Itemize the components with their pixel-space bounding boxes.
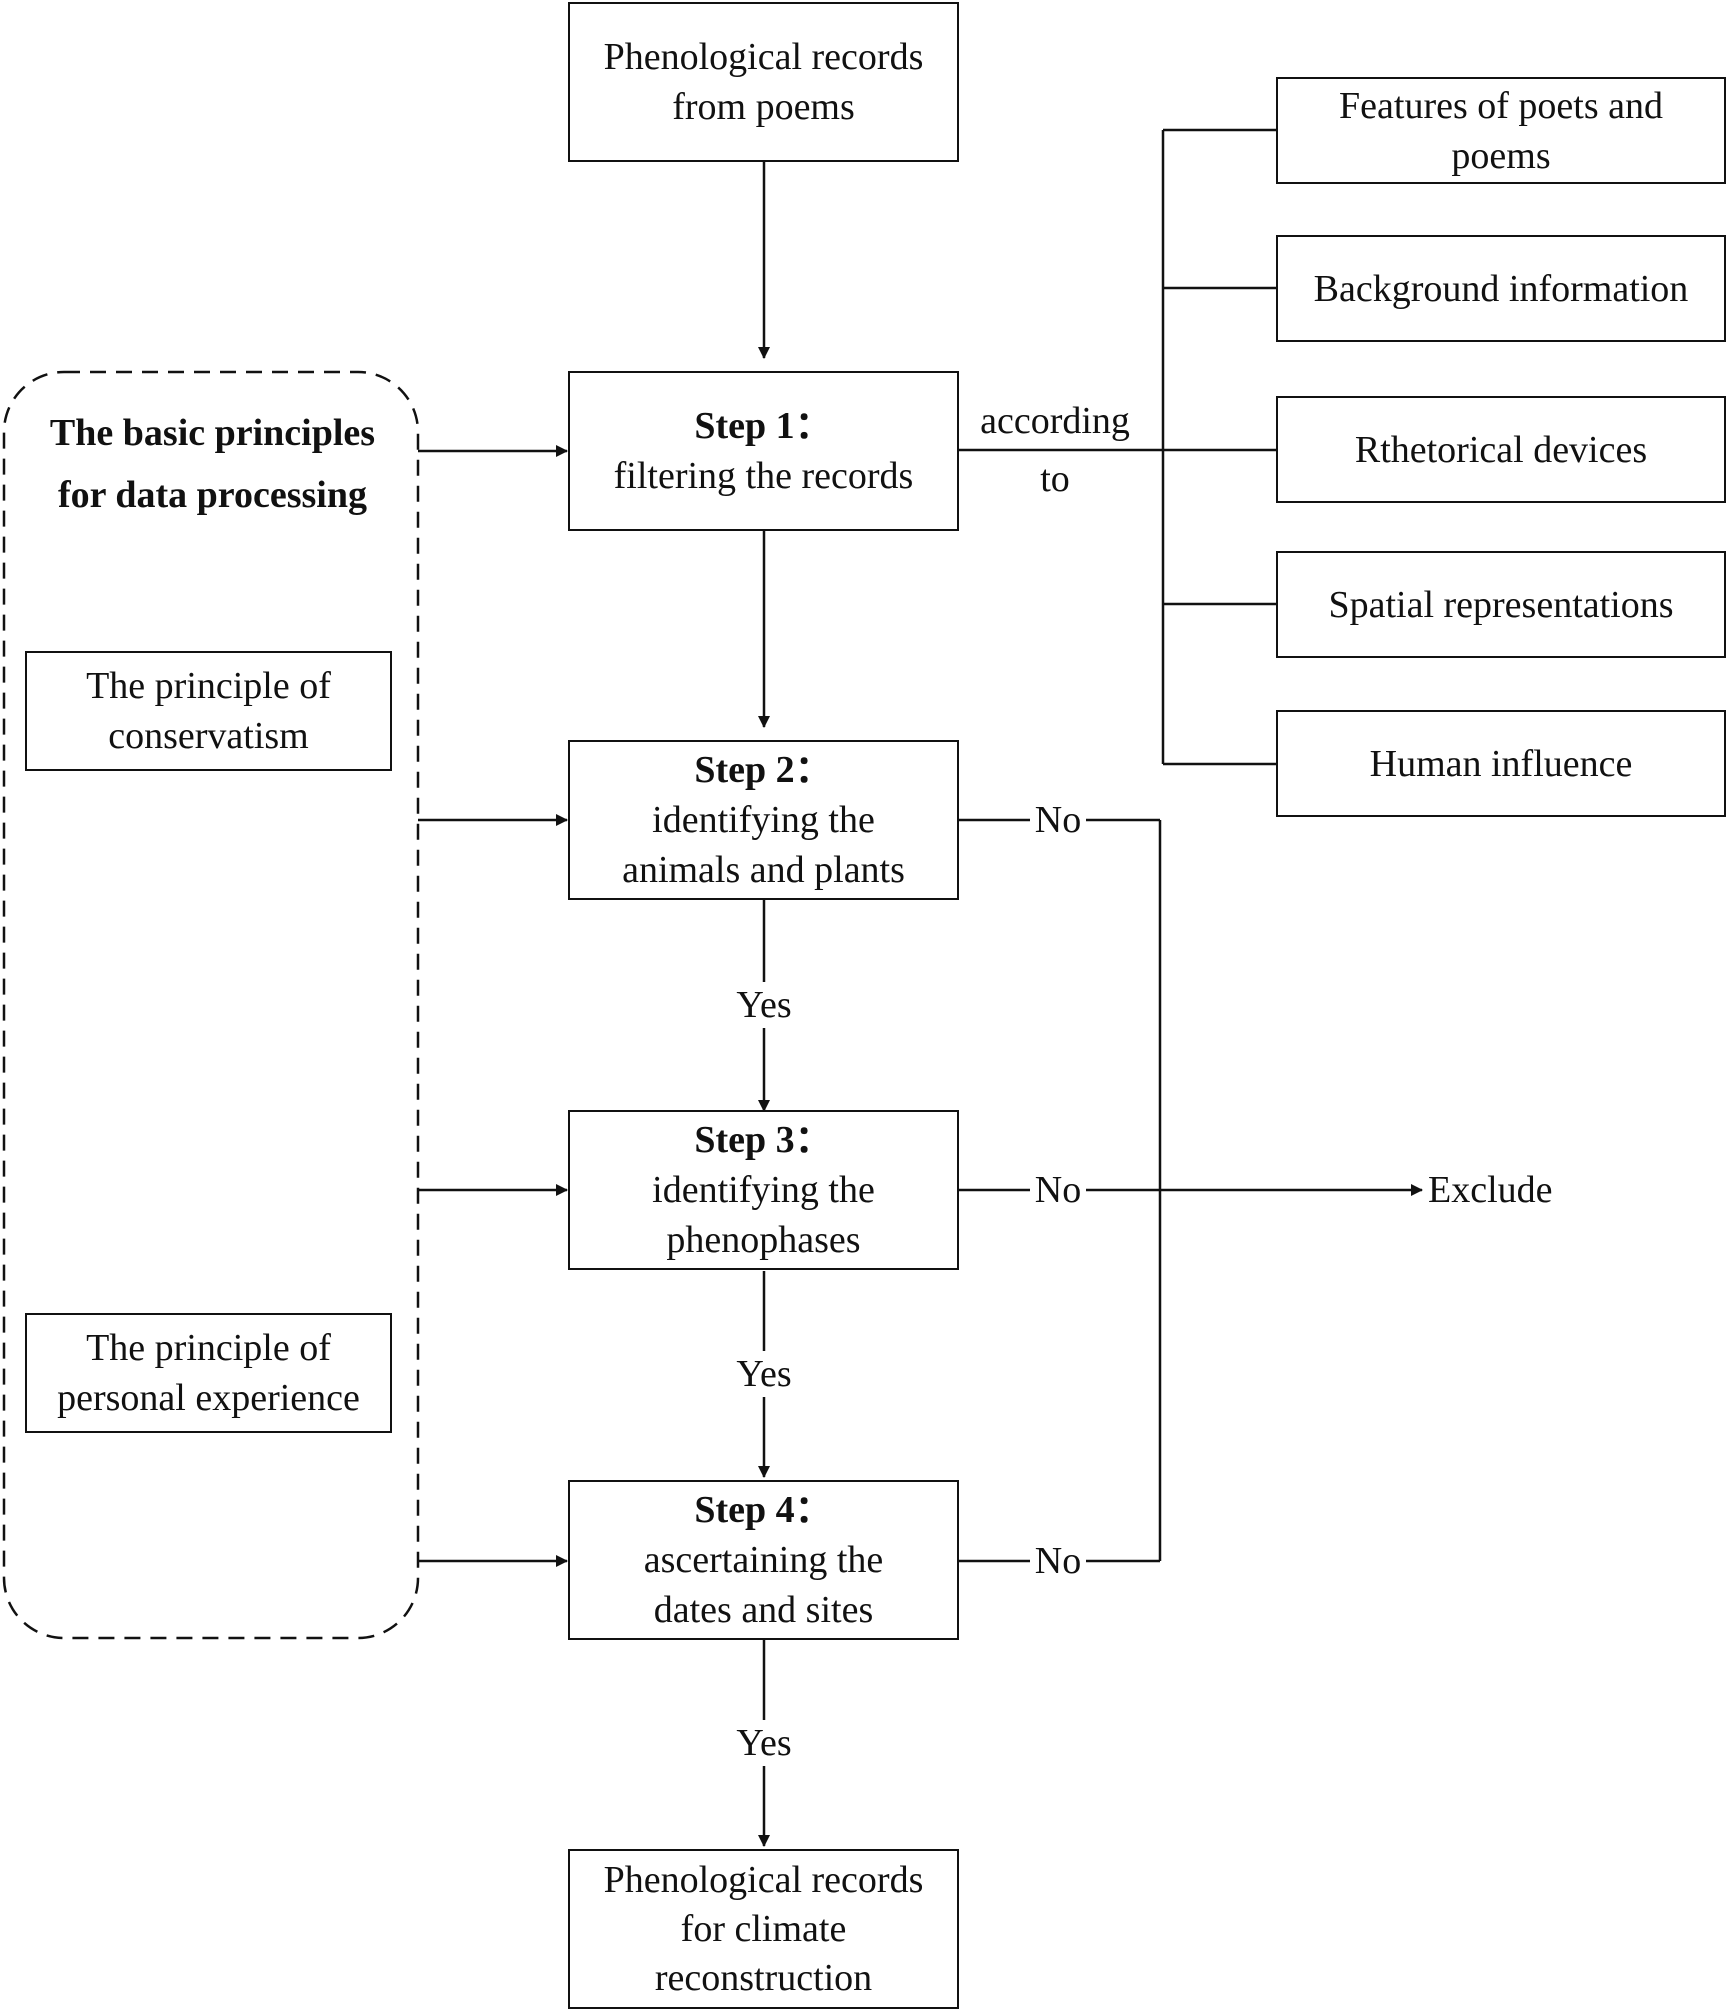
principle-2-line-2: personal experience (57, 1377, 360, 1419)
criteria-1-line-2: poems (1451, 134, 1551, 177)
step-3-box: Step 3： identifying the phenophases (568, 1110, 959, 1270)
criteria-3-line-1: Rthetorical devices (1354, 428, 1648, 471)
end-box-line-3: reconstruction (654, 1956, 873, 1999)
yes-label-step3-step4: Yes (724, 1351, 804, 1397)
principles-title-line-1: The basic principles (49, 412, 376, 454)
according-to-line-2: to (1040, 458, 1070, 500)
step-2-line-2: animals and plants (622, 849, 905, 891)
step-3-line-2: phenophases (666, 1219, 861, 1261)
principle-box-personal-experience: The principle of personal experience (25, 1313, 392, 1433)
end-box-line-1: Phenological records (603, 1858, 924, 1901)
criteria-4-line-1: Spatial representations (1328, 583, 1674, 626)
step-1-line-1: filtering the records (613, 455, 914, 497)
yes-label-step4-end: Yes (724, 1720, 804, 1766)
according-to-label: according to (960, 392, 1150, 508)
end-box-line-2: for climate (680, 1907, 847, 1950)
no-label-step2: No (1030, 797, 1086, 843)
criteria-5-line-1: Human influence (1369, 742, 1633, 785)
criteria-2-line-1: Background information (1313, 267, 1689, 310)
principle-box-conservatism: The principle of conservatism (25, 651, 392, 771)
start-box-line-2: from poems (672, 86, 855, 128)
principles-group-title: The basic principles for data processing (10, 402, 415, 526)
criteria-box-human-influence: Human influence (1276, 710, 1726, 817)
end-box-phenological-records-for-climate: Phenological records for climate reconst… (568, 1849, 959, 2009)
criteria-1-line-1: Features of poets and (1339, 84, 1663, 127)
criteria-box-spatial-representations: Spatial representations (1276, 551, 1726, 658)
step-1-title: Step 1： (694, 405, 833, 447)
no-label-step3: No (1030, 1167, 1086, 1213)
step-3-title: Step 3： (694, 1119, 833, 1161)
start-box-line-1: Phenological records (603, 36, 924, 78)
criteria-box-rhetorical-devices: Rthetorical devices (1276, 396, 1726, 503)
principles-title-line-2: for data processing (58, 474, 367, 516)
step-3-line-1: identifying the (652, 1169, 875, 1211)
yes-label-step2-step3: Yes (724, 982, 804, 1028)
step-2-line-1: identifying the (652, 799, 875, 841)
step-2-title: Step 2： (694, 749, 833, 791)
step-4-line-2: dates and sites (653, 1589, 874, 1631)
principle-1-line-2: conservatism (108, 715, 309, 757)
exclude-label: Exclude (1428, 1169, 1553, 1211)
principle-2-line-1: The principle of (86, 1327, 331, 1369)
step-2-box: Step 2： identifying the animals and plan… (568, 740, 959, 900)
criteria-box-background-information: Background information (1276, 235, 1726, 342)
step-1-box: Step 1： filtering the records (568, 371, 959, 531)
start-box-phenological-records-from-poems: Phenological records from poems (568, 2, 959, 162)
criteria-box-features-of-poets: Features of poets and poems (1276, 77, 1726, 184)
according-to-line-1: according (980, 400, 1130, 442)
step-4-box: Step 4： ascertaining the dates and sites (568, 1480, 959, 1640)
step-4-line-1: ascertaining the (643, 1539, 884, 1581)
principles-group-border (2, 370, 420, 1640)
principle-1-line-1: The principle of (86, 665, 331, 707)
no-label-step4: No (1030, 1538, 1086, 1584)
step-4-title: Step 4： (694, 1489, 833, 1531)
